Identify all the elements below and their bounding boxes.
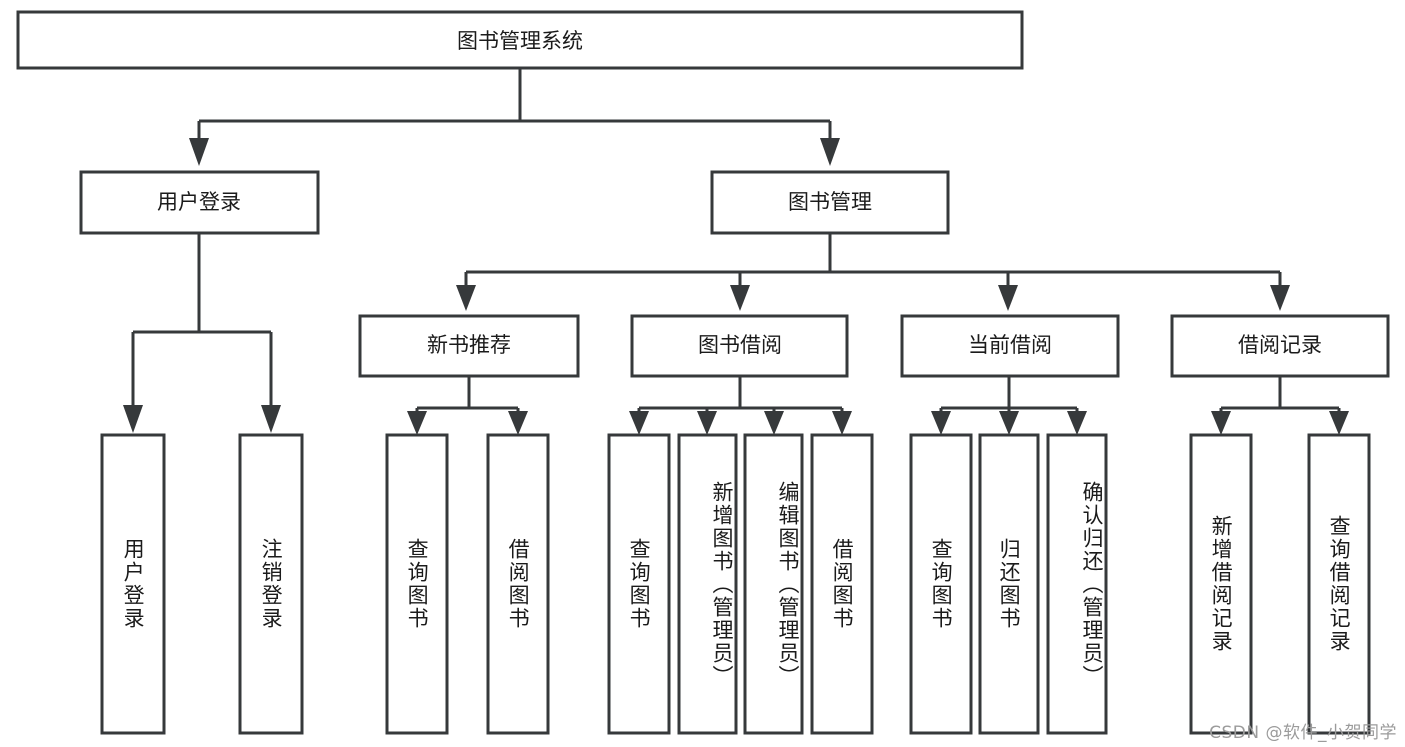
node-new-book-recommend-label: 新书推荐 <box>427 333 511 357</box>
node-leaf-user-login[interactable] <box>100 433 166 735</box>
node-book-borrow[interactable]: 图书借阅 <box>630 314 849 378</box>
node-leaf-confirm-return[interactable] <box>1046 433 1108 735</box>
node-leaf-query-book-1[interactable] <box>385 433 449 735</box>
node-borrow-record-label: 借阅记录 <box>1238 333 1322 357</box>
node-user-login[interactable]: 用户登录 <box>79 170 320 235</box>
node-book-management-label: 图书管理 <box>788 190 872 214</box>
connector-root-to-level2 <box>189 68 840 166</box>
node-leaf-query-book-2[interactable] <box>607 433 671 735</box>
csdn-watermark: CSDN @软件_小贺同学 <box>1209 723 1397 743</box>
node-leaf-query-record[interactable] <box>1307 433 1371 735</box>
node-leaf-add-record[interactable] <box>1189 433 1253 735</box>
node-leaf-edit-book[interactable] <box>743 433 804 735</box>
connector-borrowrecord-to-leaves <box>1211 376 1349 435</box>
node-current-borrow-label: 当前借阅 <box>968 333 1052 357</box>
node-book-management[interactable]: 图书管理 <box>710 170 950 235</box>
node-leaf-query-book-3[interactable] <box>909 433 973 735</box>
node-root[interactable]: 图书管理系统 <box>16 10 1024 70</box>
node-book-borrow-label: 图书借阅 <box>698 333 782 357</box>
node-borrow-record[interactable]: 借阅记录 <box>1170 314 1390 378</box>
node-leaf-logout[interactable] <box>238 433 304 735</box>
connector-currentborrow-to-leaves <box>931 376 1087 435</box>
node-leaf-borrow-book-2[interactable] <box>810 433 874 735</box>
node-user-login-label: 用户登录 <box>157 190 241 214</box>
connector-bookborrow-to-leaves <box>629 376 852 435</box>
node-leaf-add-book[interactable] <box>677 433 738 735</box>
connector-userlogin-to-leaves <box>123 233 281 433</box>
node-current-borrow[interactable]: 当前借阅 <box>900 314 1120 378</box>
node-leaf-borrow-book-1[interactable] <box>486 433 550 735</box>
connector-newbook-to-leaves <box>407 376 528 435</box>
connector-bookmgmt-to-level3 <box>456 233 1290 311</box>
node-root-label: 图书管理系统 <box>457 29 583 53</box>
node-new-book-recommend[interactable]: 新书推荐 <box>358 314 580 378</box>
node-leaf-return-book[interactable] <box>978 433 1040 735</box>
